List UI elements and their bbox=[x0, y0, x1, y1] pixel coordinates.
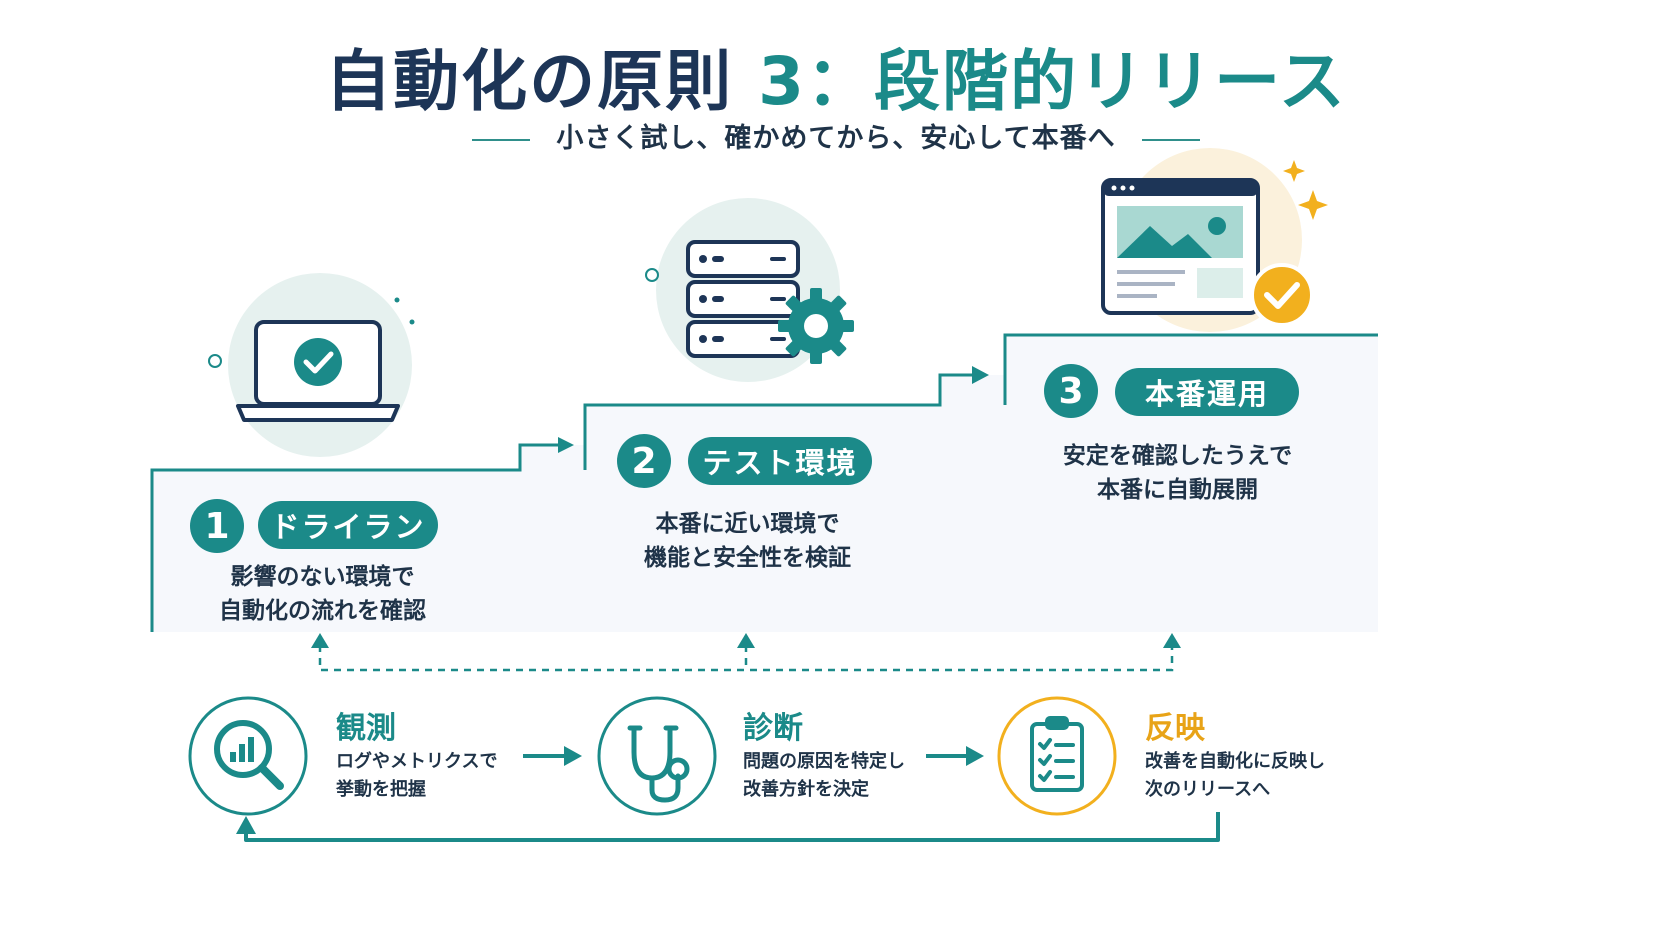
stair-arrow-1 bbox=[558, 437, 574, 453]
diagnose-description: 問題の原因を特定し 改善方針を決定 bbox=[743, 748, 933, 804]
cycle-return-arrow-head bbox=[236, 816, 256, 834]
decor-dot bbox=[394, 297, 400, 303]
step-1-desc-line1: 影響のない環境で bbox=[230, 564, 415, 590]
diagnose-title: 診断 bbox=[743, 711, 803, 746]
step-1-desc-line2: 自動化の流れを確認 bbox=[219, 598, 426, 624]
step-2-description: 本番に近い環境で 機能と安全性を検証 bbox=[595, 507, 900, 575]
step-2-desc-line2: 機能と安全性を検証 bbox=[644, 545, 851, 571]
step-1-label: ドライラン bbox=[258, 501, 438, 549]
step-2-label: テスト環境 bbox=[688, 437, 872, 485]
diagnose-desc-line1: 問題の原因を特定し bbox=[743, 751, 905, 772]
subtitle: 小さく試し、確かめてから、安心して本番へ bbox=[0, 116, 1672, 155]
feedback-arrow-up bbox=[737, 633, 755, 648]
reflect-description: 改善を自動化に反映し 次のリリースへ bbox=[1145, 748, 1345, 804]
stair-outline-3 bbox=[1003, 333, 1378, 405]
decor-dot bbox=[409, 319, 415, 325]
sparkle-icon bbox=[1298, 190, 1328, 220]
reflect-title: 反映 bbox=[1145, 711, 1205, 746]
step-1-number: 1 bbox=[190, 499, 244, 553]
subtitle-text: 小さく試し、確かめてから、安心して本番へ bbox=[556, 123, 1116, 154]
magnifier-chart-icon bbox=[214, 720, 284, 790]
diagnose-desc-line2: 改善方針を決定 bbox=[743, 779, 869, 800]
step-3-desc-line2: 本番に自動展開 bbox=[1097, 477, 1258, 503]
reflect-circle bbox=[997, 696, 1117, 816]
title-main: 自動化の原則 bbox=[325, 43, 734, 120]
step-3-label: 本番運用 bbox=[1115, 368, 1299, 416]
observe-desc-line1: ログやメトリクスで bbox=[336, 751, 498, 772]
step-1-description: 影響のない環境で 自動化の流れを確認 bbox=[170, 560, 475, 628]
step-3-description: 安定を確認したうえで 本番に自動展開 bbox=[1025, 439, 1330, 507]
cycle-return-line bbox=[244, 812, 1220, 842]
step-2-number: 2 bbox=[617, 434, 671, 488]
stair-arrow-2 bbox=[972, 366, 989, 384]
observe-title: 観測 bbox=[336, 711, 396, 746]
browser-window-icon bbox=[1101, 178, 1314, 327]
subtitle-left-rule bbox=[472, 138, 531, 141]
sparkle-icon bbox=[1283, 160, 1305, 182]
page-title: 自動化の原則 3：段階的リリース bbox=[0, 28, 1672, 124]
cycle-arrow-head bbox=[966, 746, 984, 766]
laptop-icon bbox=[236, 320, 400, 422]
decor-dot bbox=[208, 354, 222, 368]
stair-outline-2 bbox=[583, 373, 972, 470]
feedback-arrow-up bbox=[311, 633, 329, 648]
feedback-arrow-up bbox=[1163, 633, 1181, 648]
cycle-arrow-head bbox=[564, 746, 582, 766]
step-3-desc-line1: 安定を確認したうえで bbox=[1062, 443, 1293, 469]
decor-dot bbox=[645, 268, 659, 282]
stair-outline-1 bbox=[150, 443, 558, 632]
feedback-dashed-line bbox=[318, 645, 1174, 672]
reflect-desc-line2: 次のリリースへ bbox=[1145, 779, 1271, 800]
step-2-desc-line1: 本番に近い環境で bbox=[655, 511, 840, 537]
clipboard-checklist-icon bbox=[1030, 716, 1084, 792]
stethoscope-icon bbox=[627, 725, 690, 803]
observe-description: ログやメトリクスで 挙動を把握 bbox=[336, 748, 526, 804]
subtitle-right-rule bbox=[1141, 138, 1200, 141]
step-3-number: 3 bbox=[1044, 364, 1098, 418]
title-highlight: 3：段階的リリース bbox=[758, 43, 1347, 120]
server-gear-icon bbox=[686, 240, 854, 364]
reflect-desc-line1: 改善を自動化に反映し bbox=[1145, 751, 1325, 772]
observe-desc-line2: 挙動を把握 bbox=[336, 779, 426, 800]
